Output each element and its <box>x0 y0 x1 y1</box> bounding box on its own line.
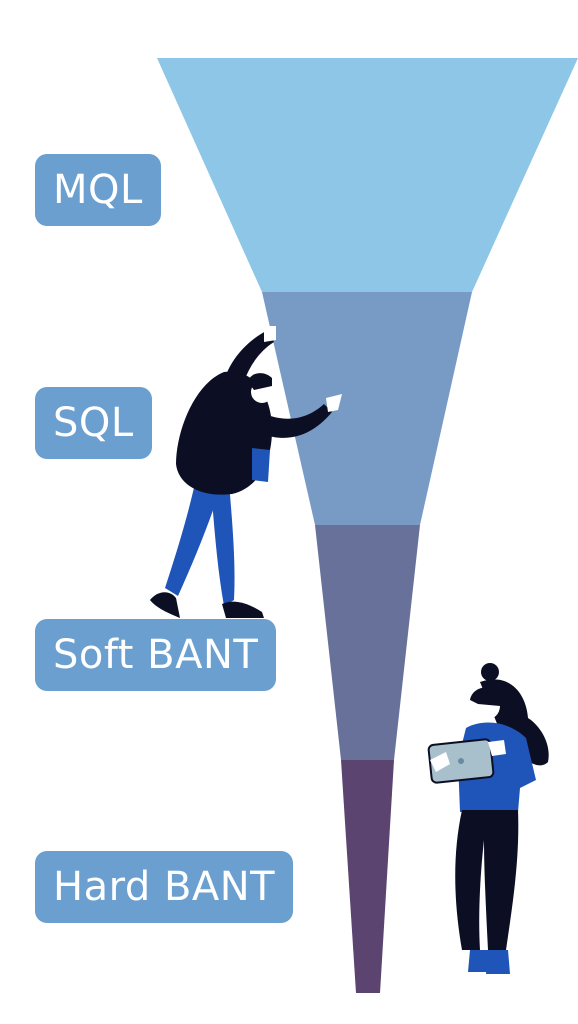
funnel-stage-mql <box>157 58 578 292</box>
stage-label-mql: MQL <box>35 154 161 226</box>
funnel-stage-hard-bant <box>341 760 394 993</box>
funnel-stage-soft-bant <box>315 525 420 760</box>
stage-label-hard-bant: Hard BANT <box>35 851 294 923</box>
funnel-stage-sql <box>262 292 472 525</box>
person-with-tablet-icon <box>427 663 549 974</box>
person-climbing-funnel-icon <box>150 326 342 618</box>
stage-label-soft-bant: Soft BANT <box>35 619 277 691</box>
stage-label-sql: SQL <box>35 387 152 459</box>
